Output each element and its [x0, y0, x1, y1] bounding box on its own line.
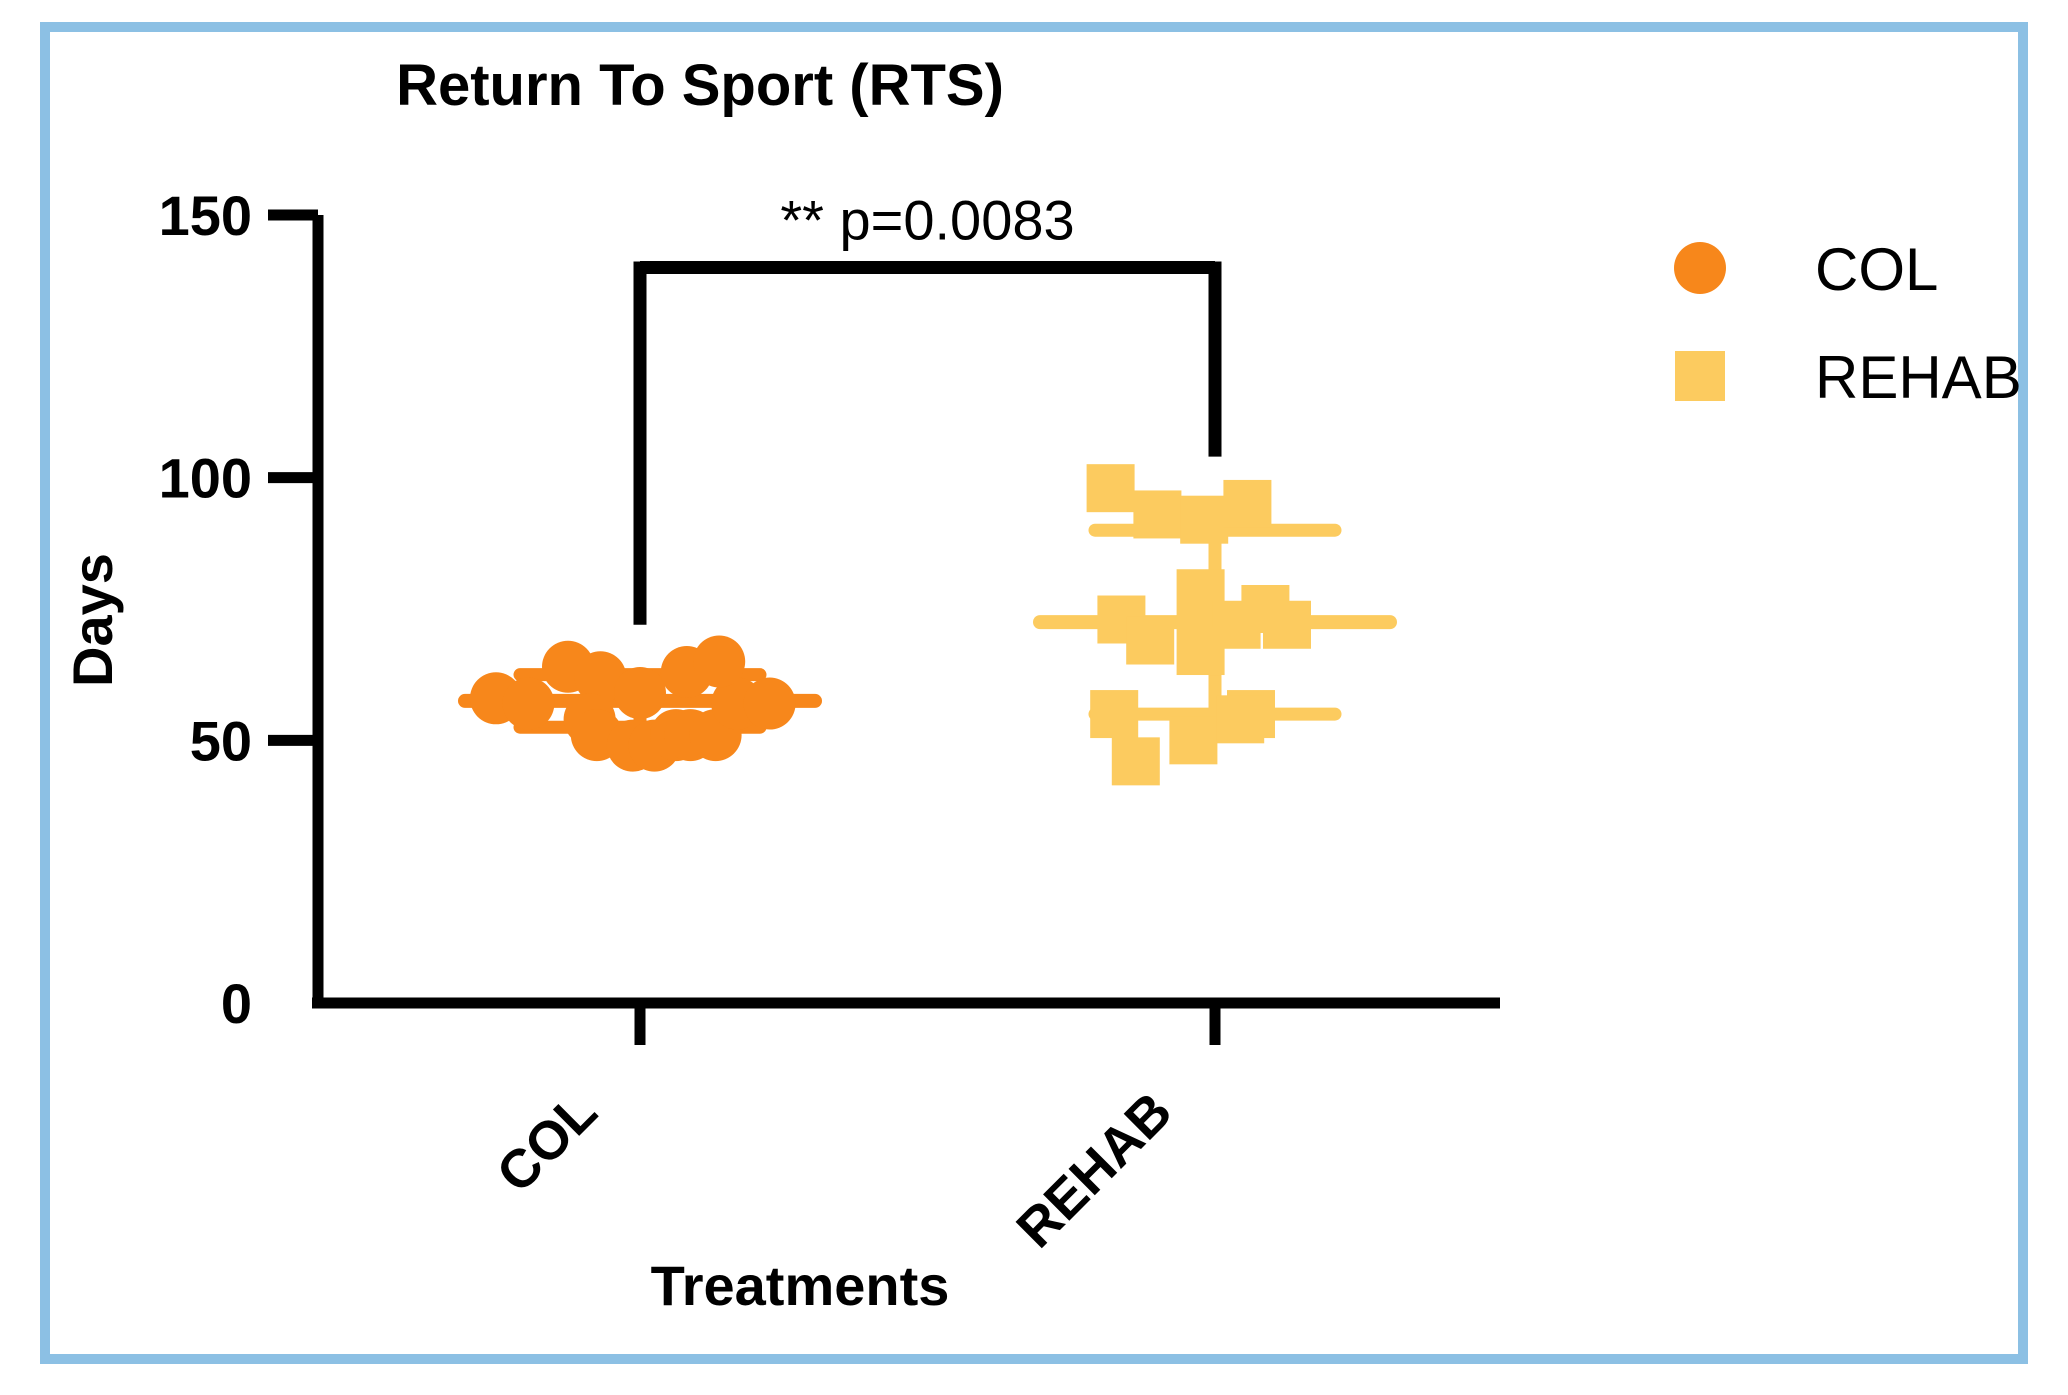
y-axis-title: Days [61, 553, 124, 687]
data-point [1223, 479, 1272, 528]
y-tick-label: 0 [221, 972, 252, 1035]
chart-title: Return To Sport (RTS) [396, 53, 1004, 118]
data-point [1169, 716, 1218, 765]
data-point [614, 667, 666, 720]
significance-bracket: ** p=0.0083 [633, 189, 1222, 625]
legend-marker-square [1675, 351, 1725, 401]
data-point [1216, 695, 1265, 744]
data-point [1111, 737, 1160, 786]
legend-label-rehab: REHAB [1815, 344, 2022, 411]
data-point [1176, 627, 1225, 676]
legend-label-col: COL [1815, 236, 1938, 303]
data-point [693, 635, 746, 688]
chart-legend: COL REHAB [1674, 236, 2022, 411]
y-tick-label: 100 [159, 447, 252, 510]
legend-marker-circle [1674, 242, 1726, 294]
y-tick-label: 150 [159, 184, 252, 247]
x-axis-ticks: COL REHAB [485, 1003, 1221, 1259]
data-point [1126, 616, 1175, 665]
data-point [1086, 464, 1135, 513]
data-point [1263, 600, 1311, 649]
significance-annotation: ** p=0.0083 [780, 189, 1074, 252]
data-point [574, 651, 627, 704]
data-point [1133, 490, 1182, 539]
series-col [458, 635, 822, 772]
data-point [502, 677, 555, 730]
x-tick-label-rehab: REHAB [1005, 1081, 1183, 1259]
data-series-group [458, 464, 1397, 786]
data-point [1090, 690, 1139, 739]
series-rehab [1033, 464, 1397, 786]
data-point [1180, 495, 1229, 544]
x-tick-label-col: COL [485, 1081, 608, 1204]
y-tick-label: 50 [190, 709, 252, 772]
data-point [743, 677, 796, 730]
y-axis-ticks: 0 50 100 150 [159, 184, 318, 1035]
x-axis-title: Treatments [651, 1254, 950, 1317]
